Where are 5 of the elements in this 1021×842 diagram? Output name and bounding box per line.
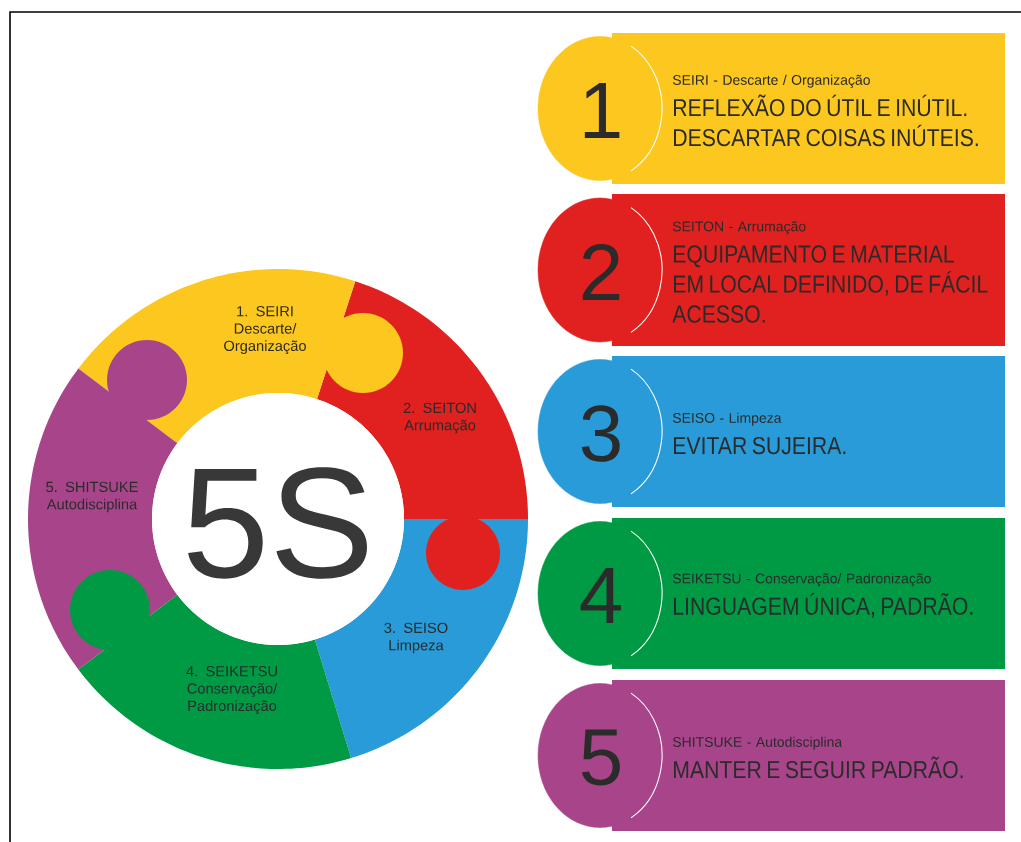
numbered-band: 4 SEIKETSU - Conservação/ Padronização LINGUAGEM ÚNICA, PADRÃO. — [537, 518, 1005, 669]
numbered-band: 3 SEISO - Limpeza EVITAR SUJEIRA. — [537, 356, 1005, 507]
numbered-band: 2 SEITON - Arrumação EQUIPAMENTO E MATERIAL EM LOCAL DEFINIDO, DE FÁCIL ACESSO. — [537, 194, 1005, 346]
numbered-band: 5 SHITSUKE - Autodisciplina MANTER E SEGUIR PADRÃO. — [537, 680, 1005, 831]
numbered-band: 1 SEIRI - Descarte / Organização REFLEXÃO DO ÚTIL E INÚTIL. DESCARTAR COISAS INÚTEIS. — [537, 33, 1005, 184]
